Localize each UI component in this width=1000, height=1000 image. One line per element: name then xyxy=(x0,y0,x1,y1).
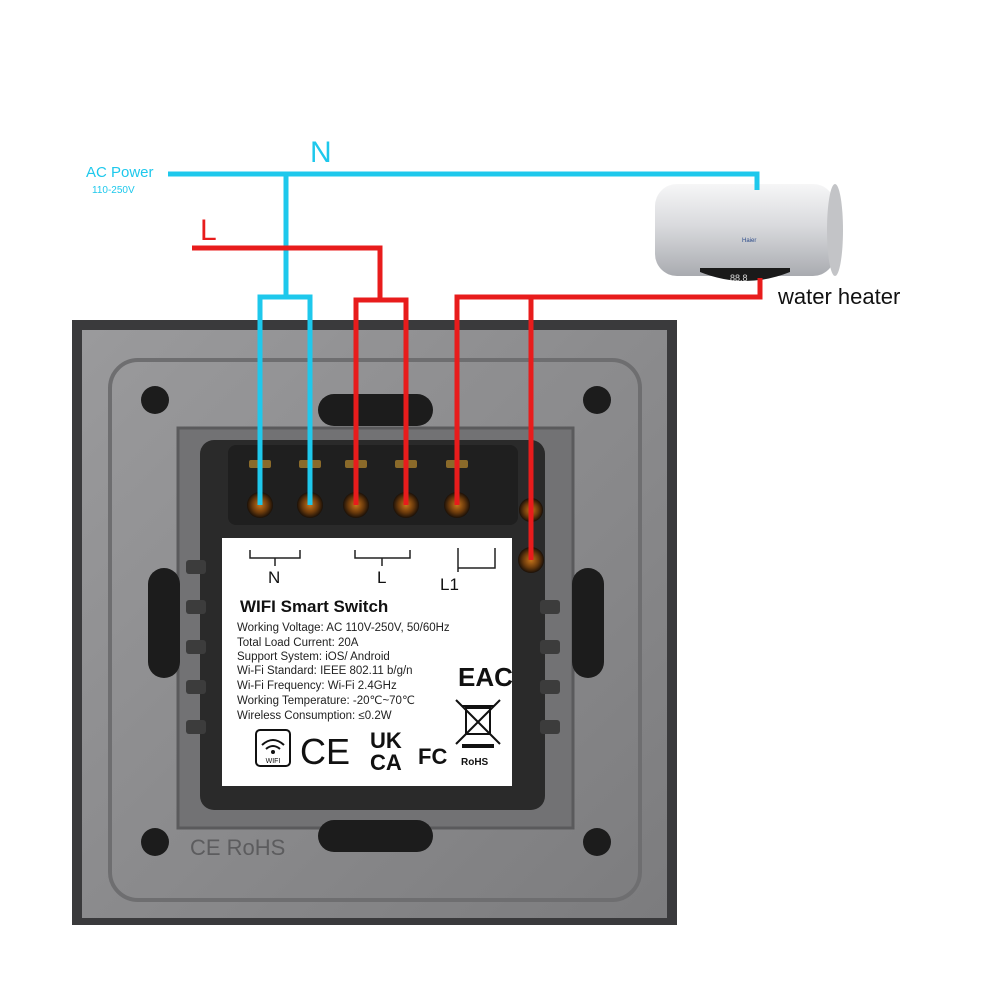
fcc-mark: FC xyxy=(418,744,447,769)
mount-slot-right xyxy=(572,568,604,678)
neutral-letter: N xyxy=(310,136,332,169)
neutral-terminal-loop xyxy=(257,294,313,505)
heater-display: 88.8 xyxy=(730,273,748,283)
ac-voltage-label: 110-250V xyxy=(92,185,135,196)
mount-slot-left xyxy=(148,568,180,678)
spec-line: Working Voltage: AC 110V-250V, 50/60Hz xyxy=(237,622,450,634)
heater-end-cap xyxy=(827,184,843,276)
spec-line: Support System: iOS/ Android xyxy=(237,651,390,663)
water-heater: 88.8 Haier xyxy=(655,184,843,283)
eac-mark: EAC xyxy=(458,662,513,692)
svg-text:WIFI: WIFI xyxy=(266,758,281,765)
spec-line: Wi-Fi Frequency: Wi-Fi 2.4GHz xyxy=(237,680,397,692)
spec-line: Total Load Current: 20A xyxy=(237,637,359,649)
terminal-label-n: N xyxy=(268,568,280,587)
spec-title: WIFI Smart Switch xyxy=(240,597,388,616)
live-letter: L xyxy=(200,214,217,247)
rohs-mark: RoHS xyxy=(461,757,489,768)
load-wire-to-heater xyxy=(454,278,763,505)
heater-brand-logo: Haier xyxy=(742,238,756,244)
terminal-label-l1: L1 xyxy=(440,575,459,594)
ukca-mark-top: UK xyxy=(370,728,402,753)
ac-power-label: AC Power xyxy=(86,164,154,181)
plate-inner-ridge xyxy=(108,358,642,902)
spec-line: Wi-Fi Standard: IEEE 802.11 b/g/n xyxy=(237,665,413,677)
mount-slot-bottom xyxy=(318,820,433,852)
plate-embossed-marks: CE RoHS xyxy=(190,835,285,860)
spec-line: Working Temperature: -20℃~70℃ xyxy=(237,695,415,707)
wifi-badge: WIFI xyxy=(255,729,291,767)
terminal-block xyxy=(228,445,518,525)
wifi-icon xyxy=(261,739,285,746)
mount-slot-top xyxy=(318,394,433,426)
live-main-wire xyxy=(192,245,383,300)
bracket-l1 xyxy=(457,548,496,572)
heater-label: water heater xyxy=(777,284,900,309)
ukca-mark-bottom: CA xyxy=(370,750,402,775)
screw-hole-bottom-left xyxy=(141,828,169,856)
weee-bin-icon xyxy=(455,699,501,748)
live-terminal-loop xyxy=(353,297,409,505)
live-wires xyxy=(192,245,763,560)
screw-hole-bottom-right xyxy=(583,828,611,856)
screw-hole-top-right xyxy=(583,386,611,414)
spec-label: N L L1 WIFI Smart Switch Working Voltage… xyxy=(222,538,513,786)
screw-hole-top-left xyxy=(141,386,169,414)
neutral-main-wire xyxy=(168,171,760,190)
spec-line: Wireless Consumption: ≤0.2W xyxy=(237,710,392,722)
heater-tank xyxy=(655,184,835,276)
ce-mark: CE xyxy=(300,731,350,772)
neutral-wires xyxy=(168,171,760,505)
heater-display-panel xyxy=(700,268,790,281)
module-fins-right xyxy=(540,600,560,734)
module-fins-left xyxy=(186,560,206,734)
terminal-label-l: L xyxy=(377,568,386,587)
